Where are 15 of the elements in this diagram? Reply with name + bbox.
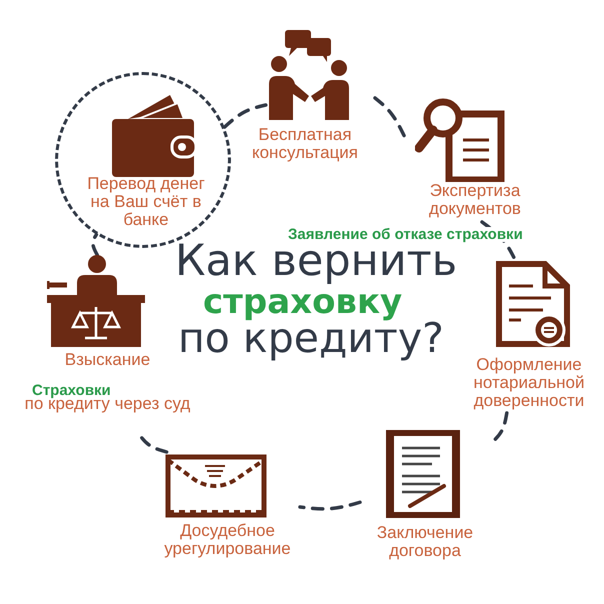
step-label: Оформление нотариальной доверенности: [472, 356, 586, 410]
note-text: Заявление об отказе страховки: [288, 227, 523, 242]
title-text: Как вернить: [175, 240, 458, 283]
step-label: Заключение договора: [376, 524, 474, 560]
step-label: Экспертиза документов: [428, 182, 522, 218]
title-text: страховку: [203, 285, 402, 319]
step-label: Перевод денег на Ваш счёт в банке: [86, 175, 206, 229]
dashed-connector: [298, 500, 362, 511]
note-text: Страховки: [32, 383, 111, 398]
dashed-connector: [373, 96, 407, 140]
dashed-connector: [222, 103, 268, 129]
step-label: Бесплатная консультация: [250, 126, 360, 162]
step-label: Взыскание: [64, 351, 150, 369]
step-label: Досудебное урегулирование: [163, 522, 292, 558]
dashed-connector: [91, 232, 99, 257]
